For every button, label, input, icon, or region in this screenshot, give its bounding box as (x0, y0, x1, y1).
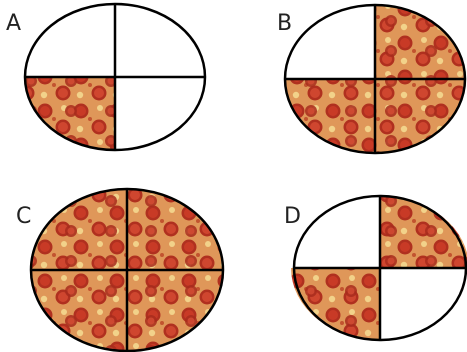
pizza-b (283, 3, 467, 155)
label-c: C (16, 204, 31, 229)
pizza-a (23, 2, 207, 152)
pizza-d (291, 194, 467, 342)
label-a: A (6, 11, 21, 36)
label-b: B (277, 11, 292, 36)
label-d: D (284, 204, 301, 229)
pizza-c (29, 187, 225, 352)
